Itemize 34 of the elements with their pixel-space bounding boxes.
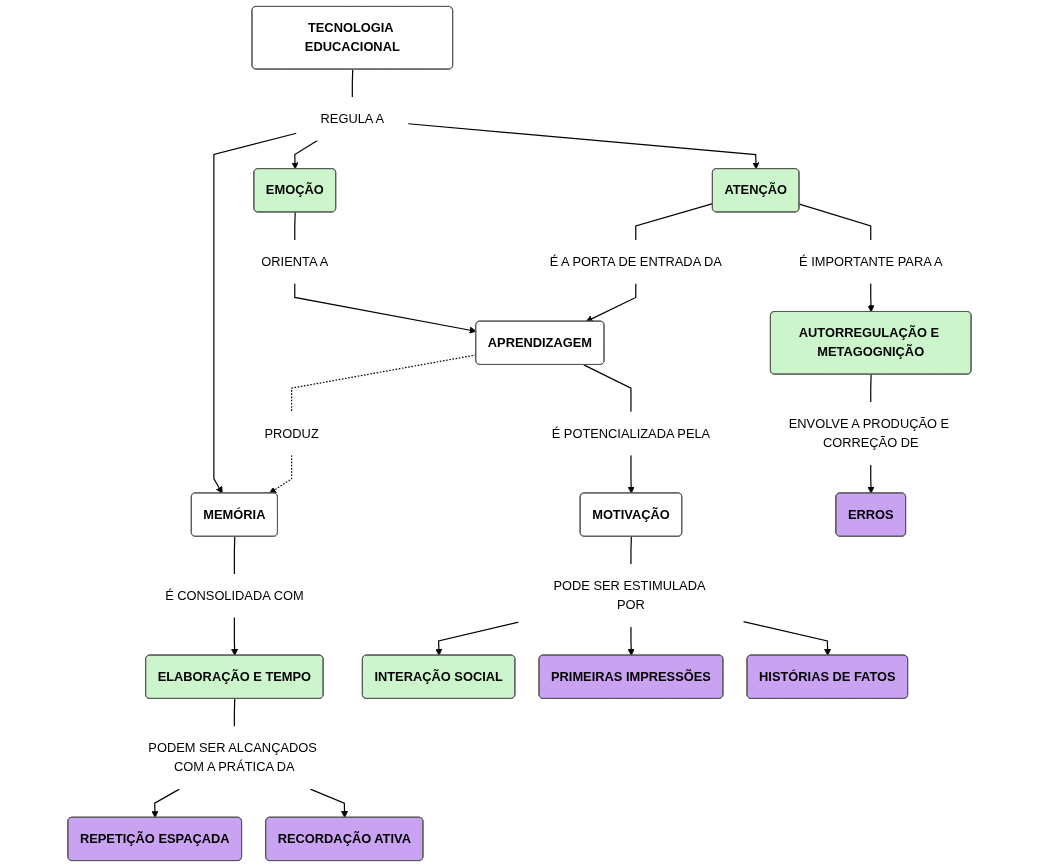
connector [798, 203, 872, 241]
node-text: É IMPORTANTE PARA A [799, 254, 943, 269]
node-text: É CONSOLIDADA COM [165, 588, 304, 603]
arrow [231, 616, 239, 656]
arrow [291, 139, 318, 170]
arrow [742, 621, 832, 656]
connector [233, 536, 236, 575]
connector [635, 202, 714, 241]
connector [870, 373, 872, 403]
node-text: PODEM SER ALCANÇADOS COM A PRÁTICA DA [148, 740, 317, 774]
node-text: PRODUZ [264, 426, 319, 440]
arrow [213, 132, 298, 494]
node-text: ENVOLVE A PRODUÇÃO E CORREÇÃO DE [788, 416, 950, 450]
node-text: ORIENTA A [261, 254, 329, 269]
arrow [867, 282, 875, 313]
connector [630, 536, 632, 565]
arrow [407, 123, 760, 170]
arrow [294, 282, 477, 334]
node-text: É A PORTA DE ENTRADA DA [549, 254, 722, 269]
arrow [151, 788, 180, 818]
arrow [269, 454, 293, 494]
node-text: É POTENCIALIZADA PELA [551, 426, 711, 440]
connector [233, 698, 236, 728]
arrow [435, 621, 520, 656]
connector [351, 68, 354, 98]
arrow [309, 788, 349, 818]
arrow [627, 626, 635, 656]
node-text: REGULA A [320, 111, 385, 126]
connector [294, 211, 296, 241]
node-text: PODE SER ESTIMULADA POR [553, 578, 705, 612]
arrow [627, 454, 635, 494]
connector [583, 364, 632, 413]
arrow [867, 464, 875, 494]
arrow [585, 282, 637, 322]
